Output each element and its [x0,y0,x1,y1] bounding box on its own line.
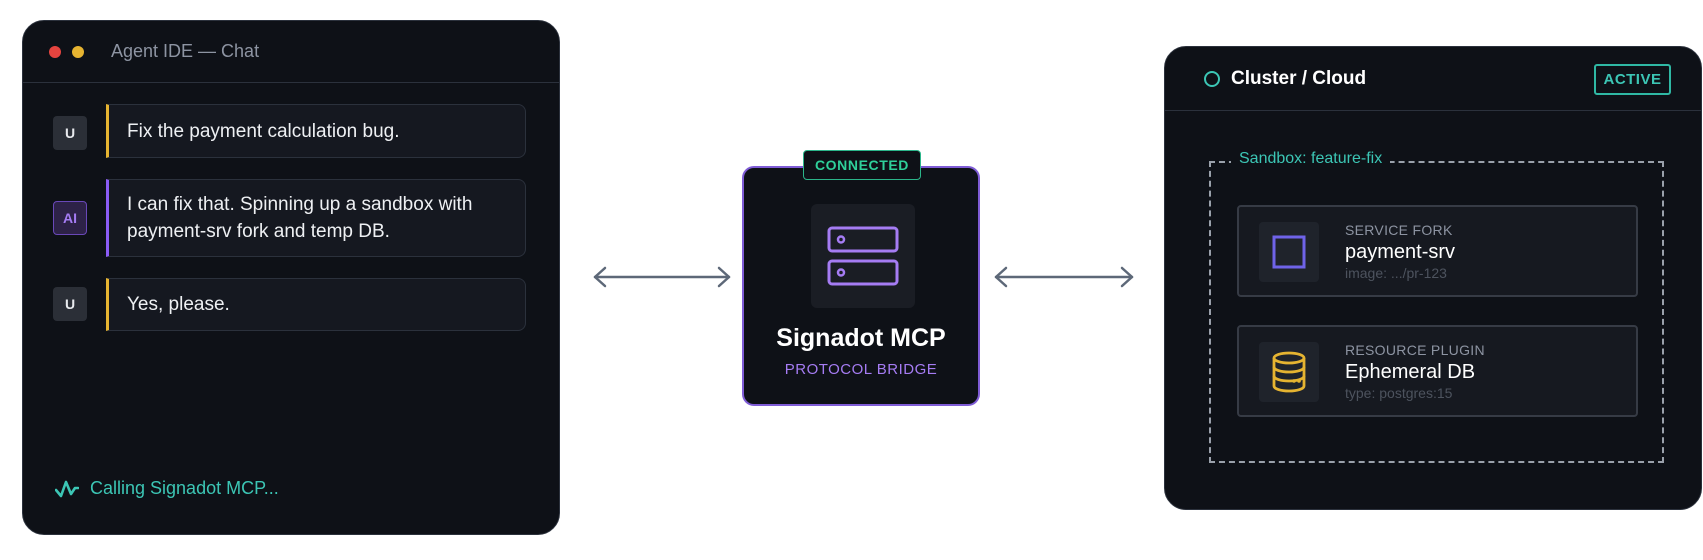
cluster-title: Cluster / Cloud [1231,67,1367,89]
chat-status-text: Calling Signadot MCP... [90,478,279,498]
sandbox-label: Sandbox: feature-fix [1231,150,1391,168]
window-minimize-dot-icon[interactable] [72,45,84,58]
server-icon [827,226,899,286]
signadot-mcp-node: CONNECTED Signadot MCP PROTOCOL BRIDGE [742,150,980,406]
card-kind-label: SERVICE FORK [1345,222,1453,238]
service-fork-card[interactable]: SERVICE FORK payment-srv image: .../pr-1… [1237,205,1638,297]
window-close-dot-icon[interactable] [49,45,61,58]
database-icon [1272,351,1306,393]
resource-plugin-card[interactable]: RESOURCE PLUGIN Ephemeral DB type: postg… [1237,325,1638,417]
chat-status-line: Calling Signadot MCP... [55,478,279,499]
bidirectional-arrow-icon [593,266,731,288]
chat-bubble-ai-1: I can fix that. Spinning up a sandbox wi… [106,179,526,257]
chat-window-title: Agent IDE — Chat [111,41,260,61]
card-name: Ephemeral DB [1345,361,1476,383]
chat-message-ai-1: AI [53,201,87,235]
card-kind-label: RESOURCE PLUGIN [1345,342,1485,358]
active-badge: ACTIVE [1594,64,1671,95]
chat-bubble-user-1: Fix the payment calculation bug. [106,104,526,158]
user-avatar: U [53,116,87,150]
cluster-header: Cluster / Cloud ACTIVE [1165,47,1701,111]
bidirectional-arrow-icon [994,266,1134,288]
service-fork-icon-tile [1259,222,1319,282]
ai-avatar: AI [53,201,87,235]
connected-badge: CONNECTED [803,150,921,180]
card-meta: type: postgres:15 [1345,385,1453,401]
activity-pulse-icon [55,480,79,497]
chat-window-header: Agent IDE — Chat [23,21,559,83]
mcp-title: Signadot MCP [776,324,946,352]
user-avatar: U [53,287,87,321]
chat-message-user-2: U [53,287,87,321]
card-name: payment-srv [1345,241,1456,263]
mcp-subtitle: PROTOCOL BRIDGE [784,361,938,378]
chat-message-user-1: U [53,116,87,150]
chat-bubble-user-2: Yes, please. [106,278,526,331]
agent-ide-chat-window: Agent IDE — Chat U Fix the payment calcu… [22,20,560,535]
resource-plugin-icon-tile [1259,342,1319,402]
square-icon [1272,235,1306,269]
server-tile [811,204,915,308]
card-meta: image: .../pr-123 [1345,265,1447,281]
sandbox-container: Sandbox: feature-fix SERVICE FORK paymen… [1209,150,1664,463]
cluster-cloud-panel: Cluster / Cloud ACTIVE Sandbox: feature-… [1164,46,1702,510]
cluster-status-ring-icon [1204,70,1220,87]
